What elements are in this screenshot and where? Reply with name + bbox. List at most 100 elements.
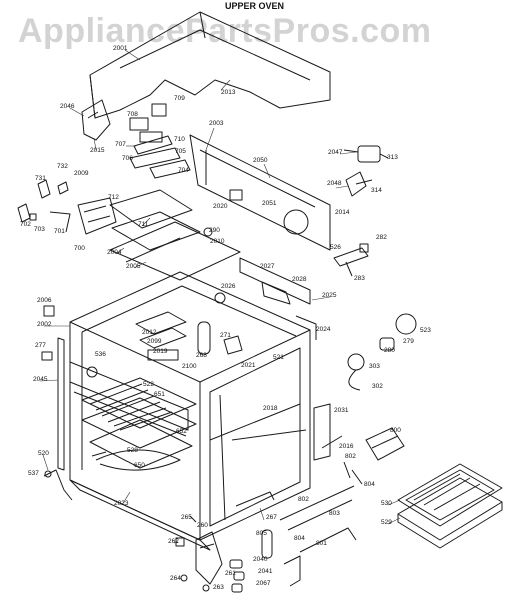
- part-callout-267: 267: [266, 514, 277, 521]
- part-callout-700: 700: [74, 245, 85, 252]
- door-frame-part: [69, 361, 189, 437]
- part-callout-2040: 2040: [253, 556, 268, 563]
- part-callout-2047: 2047: [328, 149, 343, 156]
- part-callout-263: 263: [213, 584, 224, 591]
- upper-side-part: [214, 257, 317, 340]
- part-callout-2051: 2051: [262, 200, 277, 207]
- part-callout-2045: 2045: [33, 376, 48, 383]
- bottom-tray-part: [69, 451, 211, 551]
- door-hinge-part: [175, 491, 275, 593]
- lamp-housing-part: [135, 311, 243, 361]
- part-callout-526: 526: [330, 244, 341, 251]
- part-callout-2012: 2012: [142, 329, 157, 336]
- part-callout-2010: 2010: [210, 238, 225, 245]
- oven-rack-part: [81, 377, 197, 469]
- leader-lines: [39, 49, 401, 544]
- convection-motor-part: [343, 145, 389, 197]
- part-callout-2026: 2026: [221, 283, 236, 290]
- part-callout-313: 313: [387, 154, 398, 161]
- part-callout-265: 265: [181, 514, 192, 521]
- part-callout-280: 280: [384, 347, 395, 354]
- part-callout-523: 523: [420, 327, 431, 334]
- part-callout-802: 802: [345, 453, 356, 460]
- part-callout-528: 528: [127, 447, 138, 454]
- part-callout-2099: 2099: [147, 338, 162, 345]
- part-callout-712: 712: [108, 194, 119, 201]
- part-callout-282: 282: [376, 234, 387, 241]
- part-callout-2020: 2020: [213, 203, 228, 210]
- part-callout-702: 702: [20, 221, 31, 228]
- part-callout-268: 268: [196, 352, 207, 359]
- part-callout-2016: 2016: [339, 443, 354, 450]
- part-callout-2025: 2025: [322, 292, 337, 299]
- left-bracket-part: [81, 99, 111, 141]
- lower-side-part: [231, 403, 343, 461]
- part-callout-530: 530: [381, 500, 392, 507]
- part-callout-314: 314: [371, 187, 382, 194]
- part-callout-803: 803: [329, 510, 340, 517]
- part-callout-2018: 2018: [263, 405, 278, 412]
- part-callout-707: 707: [115, 141, 126, 148]
- part-callout-652: 652: [176, 428, 187, 435]
- switch-parts: [129, 103, 191, 179]
- terminal-block-part: [365, 427, 405, 461]
- part-callout-529: 529: [381, 519, 392, 526]
- part-callout-804: 804: [364, 481, 375, 488]
- part-callout-271: 271: [220, 332, 231, 339]
- latch-plate-part: [109, 189, 201, 251]
- lamp-socket-part: [347, 313, 417, 391]
- part-callout-2023: 2023: [114, 500, 129, 507]
- part-callout-732: 732: [57, 163, 68, 170]
- part-callout-262: 262: [168, 538, 179, 545]
- watermark: AppliancePartsPros.com: [18, 12, 432, 50]
- top-frame-part: [109, 221, 241, 281]
- part-callout-801: 801: [316, 540, 327, 547]
- part-callout-711: 711: [138, 221, 149, 228]
- part-callout-650: 650: [134, 462, 145, 469]
- part-callout-302: 302: [372, 383, 383, 390]
- part-callout-520: 520: [38, 450, 49, 457]
- bake-element-part: [95, 449, 181, 471]
- part-callout-805: 805: [256, 530, 267, 537]
- door-trim-part: [41, 305, 65, 471]
- part-callout-536: 536: [95, 351, 106, 358]
- part-callout-283: 283: [354, 275, 365, 282]
- part-callout-2013: 2013: [221, 89, 236, 96]
- part-callout-2001: 2001: [113, 45, 128, 52]
- part-callout-279: 279: [403, 338, 414, 345]
- part-callout-2019: 2019: [153, 348, 168, 355]
- part-callout-704: 704: [178, 167, 189, 174]
- part-callout-260: 260: [197, 522, 208, 529]
- part-callout-522: 522: [143, 381, 154, 388]
- part-callout-706: 706: [122, 155, 133, 162]
- callout-labels: 2001201370920467082015707710200370570670…: [20, 45, 431, 591]
- part-callout-710: 710: [174, 136, 185, 143]
- part-callout-2067: 2067: [256, 580, 271, 587]
- part-callout-261: 261: [225, 570, 236, 577]
- part-callout-703: 703: [34, 226, 45, 233]
- part-callout-277: 277: [35, 342, 46, 349]
- part-callout-2009: 2009: [74, 170, 89, 177]
- rear-panel-part: [189, 134, 331, 251]
- part-callout-2048: 2048: [327, 180, 342, 187]
- top-cover-part: [89, 11, 331, 119]
- part-callout-701: 701: [54, 228, 65, 235]
- part-callout-708: 708: [127, 111, 138, 118]
- valve-assembly-part: [261, 461, 363, 587]
- part-callout-2004: 2004: [107, 249, 122, 256]
- part-callout-537: 537: [28, 470, 39, 477]
- part-callout-2031: 2031: [334, 407, 349, 414]
- part-callout-804: 804: [294, 535, 305, 542]
- part-callout-303: 303: [369, 363, 380, 370]
- part-callout-2050: 2050: [253, 157, 268, 164]
- part-callout-651: 651: [154, 391, 165, 398]
- part-callout-2014: 2014: [335, 209, 350, 216]
- part-callout-2046: 2046: [60, 103, 75, 110]
- part-callout-264: 264: [170, 575, 181, 582]
- part-callout-705: 705: [175, 148, 186, 155]
- part-callout-2005: 2005: [126, 263, 141, 270]
- part-callout-521: 521: [273, 354, 284, 361]
- part-callout-709: 709: [174, 95, 185, 102]
